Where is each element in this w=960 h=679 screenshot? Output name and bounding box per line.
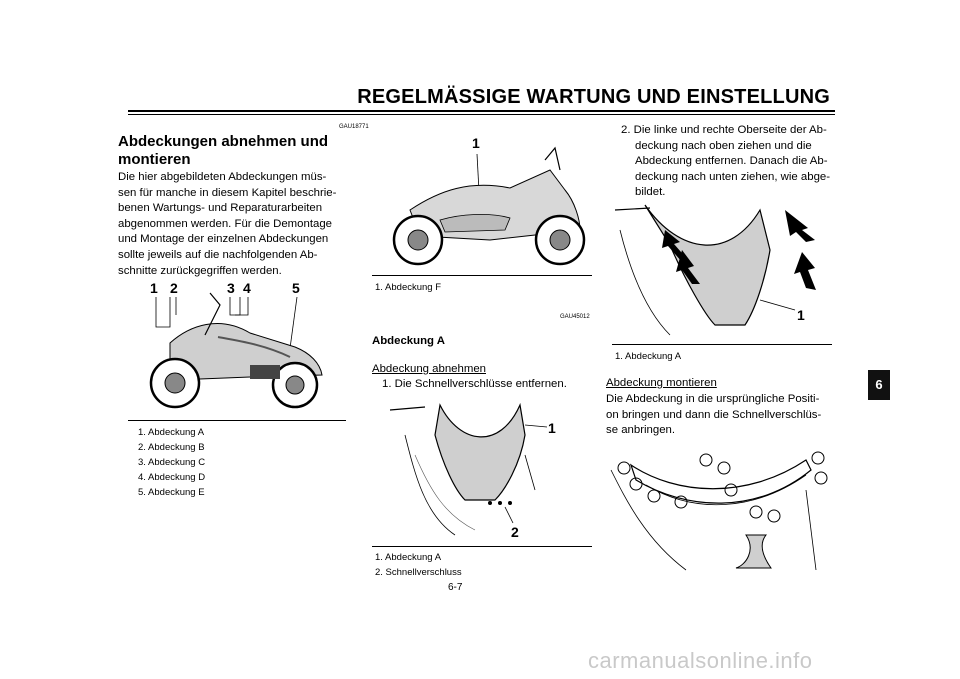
step-line: 2. Die linke und rechte Oberseite der Ab… xyxy=(621,124,827,136)
section-code: GAU45012 xyxy=(560,314,590,320)
caption-rule xyxy=(612,344,832,345)
chapter-tab[interactable]: 6 xyxy=(868,370,890,400)
install-line: Die Abdeckung in die ursprüngliche Posit… xyxy=(606,393,820,405)
callout-cover-a: 1 xyxy=(797,307,805,323)
cover-installation-illustration xyxy=(610,451,828,571)
watermark-text: carmanualsonline.info xyxy=(588,648,813,673)
caption-rule xyxy=(128,420,346,421)
caption-item: 1. Abdeckung A xyxy=(138,427,205,438)
figure3-caption: 1. Abdeckung A xyxy=(615,351,682,362)
page-number: 6-7 xyxy=(448,582,463,593)
intro-line: sollte jeweils auf die nachfolgenden Ab- xyxy=(118,248,318,261)
install-paragraph: Die Abdeckung in die ursprüngliche Posit… xyxy=(606,392,846,439)
step-2: 2. Die linke und rechte Oberseite der Ab… xyxy=(621,123,841,201)
caption-item: 2. Schnellverschluss xyxy=(375,567,462,578)
step-line: deckung nach unten ziehen, wie abge- xyxy=(635,170,831,183)
scooter-cover-f-illustration: 1 xyxy=(392,135,586,266)
callout-2: 2 xyxy=(170,280,178,296)
step-line: bildet. xyxy=(635,186,666,199)
step-line: deckung nach oben ziehen und die xyxy=(635,139,812,152)
intro-paragraph: Die hier abgebildeten Abdeckungen müs- s… xyxy=(118,170,360,279)
caption-item: 1. Abdeckung A xyxy=(375,552,442,563)
figure1-captions: 1. Abdeckung A 2. Abdeckung B 3. Abdecku… xyxy=(138,425,205,500)
procedure-heading-install: Abdeckung montieren xyxy=(606,377,717,389)
scooter-covers-illustration: 1 2 3 4 5 xyxy=(149,280,323,409)
procedure-heading-remove: Abdeckung abnehmen xyxy=(372,363,486,375)
header-rule xyxy=(128,110,835,112)
callout-5: 5 xyxy=(292,280,300,296)
install-line: se anbringen. xyxy=(606,424,676,437)
intro-line: Die hier abgebildeten Abdeckungen müs- xyxy=(118,171,327,183)
intro-line: schnitte zurückgegriffen werden. xyxy=(118,264,282,277)
callout-3: 3 xyxy=(227,280,235,296)
callout-fastener-2: 2 xyxy=(511,524,519,540)
figure2-captions: 1. Abdeckung A 2. Schnellverschluss xyxy=(375,550,462,580)
caption-item: 2. Abdeckung B xyxy=(138,442,205,453)
intro-line: und Montage der einzelnen Abdeckungen xyxy=(118,233,329,246)
figure-f-caption: 1. Abdeckung F xyxy=(375,282,442,293)
cover-removal-illustration: 1 xyxy=(614,204,816,336)
callout-f-1: 1 xyxy=(472,135,480,151)
section-code: GAU18771 xyxy=(339,124,369,130)
caption-rule xyxy=(372,546,592,547)
intro-line: abgenommen werden. Für die Demontage xyxy=(118,217,333,230)
callout-cover-1: 1 xyxy=(548,420,556,436)
caption-item: 5. Abdeckung E xyxy=(138,487,205,498)
section-heading-line2: montieren xyxy=(118,151,191,168)
subsection-heading: Abdeckung A xyxy=(372,335,445,347)
header-rule-thin xyxy=(128,114,835,115)
step-1: 1. Die Schnellverschlüsse entfernen. xyxy=(382,378,567,390)
caption-item: 4. Abdeckung D xyxy=(138,472,206,483)
callout-4: 4 xyxy=(243,280,251,296)
front-cover-fasteners-illustration: 1 2 xyxy=(389,402,556,540)
install-line: on bringen und dann die Schnellverschlüs… xyxy=(606,408,822,421)
step-line: Abdeckung entfernen. Danach die Ab- xyxy=(635,155,828,168)
section-heading-line1: Abdeckungen abnehmen und xyxy=(118,133,329,150)
intro-line: benen Wartungs- und Reparaturarbeiten xyxy=(118,202,323,215)
intro-line: sen für manche in diesem Kapitel beschri… xyxy=(118,186,337,199)
callout-1: 1 xyxy=(150,280,158,296)
caption-item: 3. Abdeckung C xyxy=(138,457,206,468)
page-header-title: REGELMÄSSIGE WARTUNG UND EINSTELLUNG xyxy=(357,86,830,108)
caption-rule xyxy=(372,275,592,276)
